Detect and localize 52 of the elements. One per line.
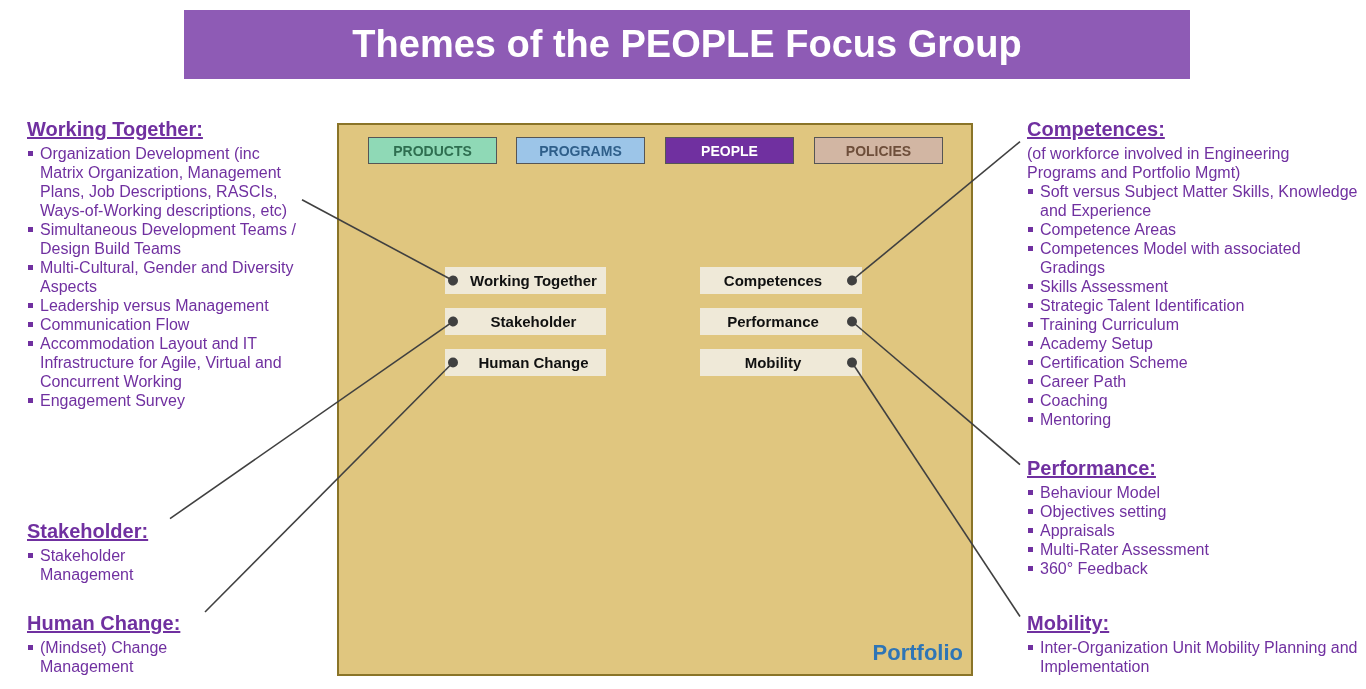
category-tab: PROGRAMS — [516, 137, 645, 164]
theme-box: Stakeholder — [445, 308, 606, 335]
bullet-item: Multi-Cultural, Gender and Diversity Aspects — [27, 258, 302, 296]
bullet-item: Multi-Rater Assessment — [1027, 540, 1320, 559]
leader-line — [204, 356, 459, 613]
leader-line — [301, 199, 459, 287]
theme-box: Performance — [700, 308, 862, 335]
bullet-item: Soft versus Subject Matter Skills, Knowledge and Experience — [1027, 182, 1360, 220]
theme-box: Human Change — [445, 349, 606, 376]
bullet-item: (Mindset) Change Management — [27, 638, 205, 676]
bullet-item: Academy Setup — [1027, 334, 1360, 353]
section-heading: Human Change: — [27, 611, 182, 636]
bullet-item: Mentoring — [1027, 410, 1360, 429]
portfolio-frame — [337, 123, 973, 676]
bullet-item: Leadership versus Management — [27, 296, 302, 315]
bullet-item: Objectives setting — [1027, 502, 1320, 521]
bullet-item: Organization Development (inc Matrix Organization, Management Plans, Job Descriptions, RASCIs, Ways-of-Working descriptions, etc) — [27, 144, 302, 220]
bullet-item: Career Path — [1027, 372, 1360, 391]
section-heading: Stakeholder: — [27, 519, 150, 544]
frame-title: Portfolio — [872, 640, 963, 666]
bullet-item: Accommodation Layout and IT Infrastructure for Agile, Virtual and Concurrent Working — [27, 334, 302, 391]
leader-line — [846, 356, 1021, 618]
bullet-item: Competence Areas — [1027, 220, 1360, 239]
section-heading: Mobility: — [1027, 611, 1111, 636]
theme-box: Competences — [700, 267, 862, 294]
note-text: (of workforce involved in Engineering Programs and Portfolio Mgmt) — [1027, 144, 1291, 182]
leader-line — [846, 315, 1021, 466]
bullet-item: Strategic Talent Identification — [1027, 296, 1360, 315]
bullet-item: Certification Scheme — [1027, 353, 1360, 372]
category-tab: PEOPLE — [665, 137, 794, 164]
bullet-item: Training Curriculum — [1027, 315, 1360, 334]
bullet-item: Communication Flow — [27, 315, 302, 334]
bullet-item: Appraisals — [1027, 521, 1320, 540]
bullet-item: Stakeholder Management — [27, 546, 170, 584]
bullet-item: Behaviour Model — [1027, 483, 1320, 502]
section-heading: Competences: — [1027, 117, 1166, 142]
category-tab: PRODUCTS — [368, 137, 497, 164]
bullet-item: 360° Feedback — [1027, 559, 1320, 578]
leader-line — [169, 315, 459, 520]
bullet-item: Skills Assessment — [1027, 277, 1360, 296]
section-heading: Performance: — [1027, 456, 1157, 481]
section-heading: Working Together: — [27, 117, 204, 142]
bullet-item: Competences Model with associated Gradings — [1027, 239, 1360, 277]
bullet-item: Engagement Survey — [27, 391, 302, 410]
bullet-item: Simultaneous Development Teams / Design Build Teams — [27, 220, 302, 258]
theme-box: Mobility — [700, 349, 862, 376]
theme-box: Working Together — [445, 267, 606, 294]
leader-line — [846, 140, 1021, 287]
title-banner: Themes of the PEOPLE Focus Group — [184, 10, 1190, 79]
category-tab: POLICIES — [814, 137, 943, 164]
bullet-item: Inter-Organization Unit Mobility Planning and Implementation — [1027, 638, 1360, 676]
bullet-item: Coaching — [1027, 391, 1360, 410]
